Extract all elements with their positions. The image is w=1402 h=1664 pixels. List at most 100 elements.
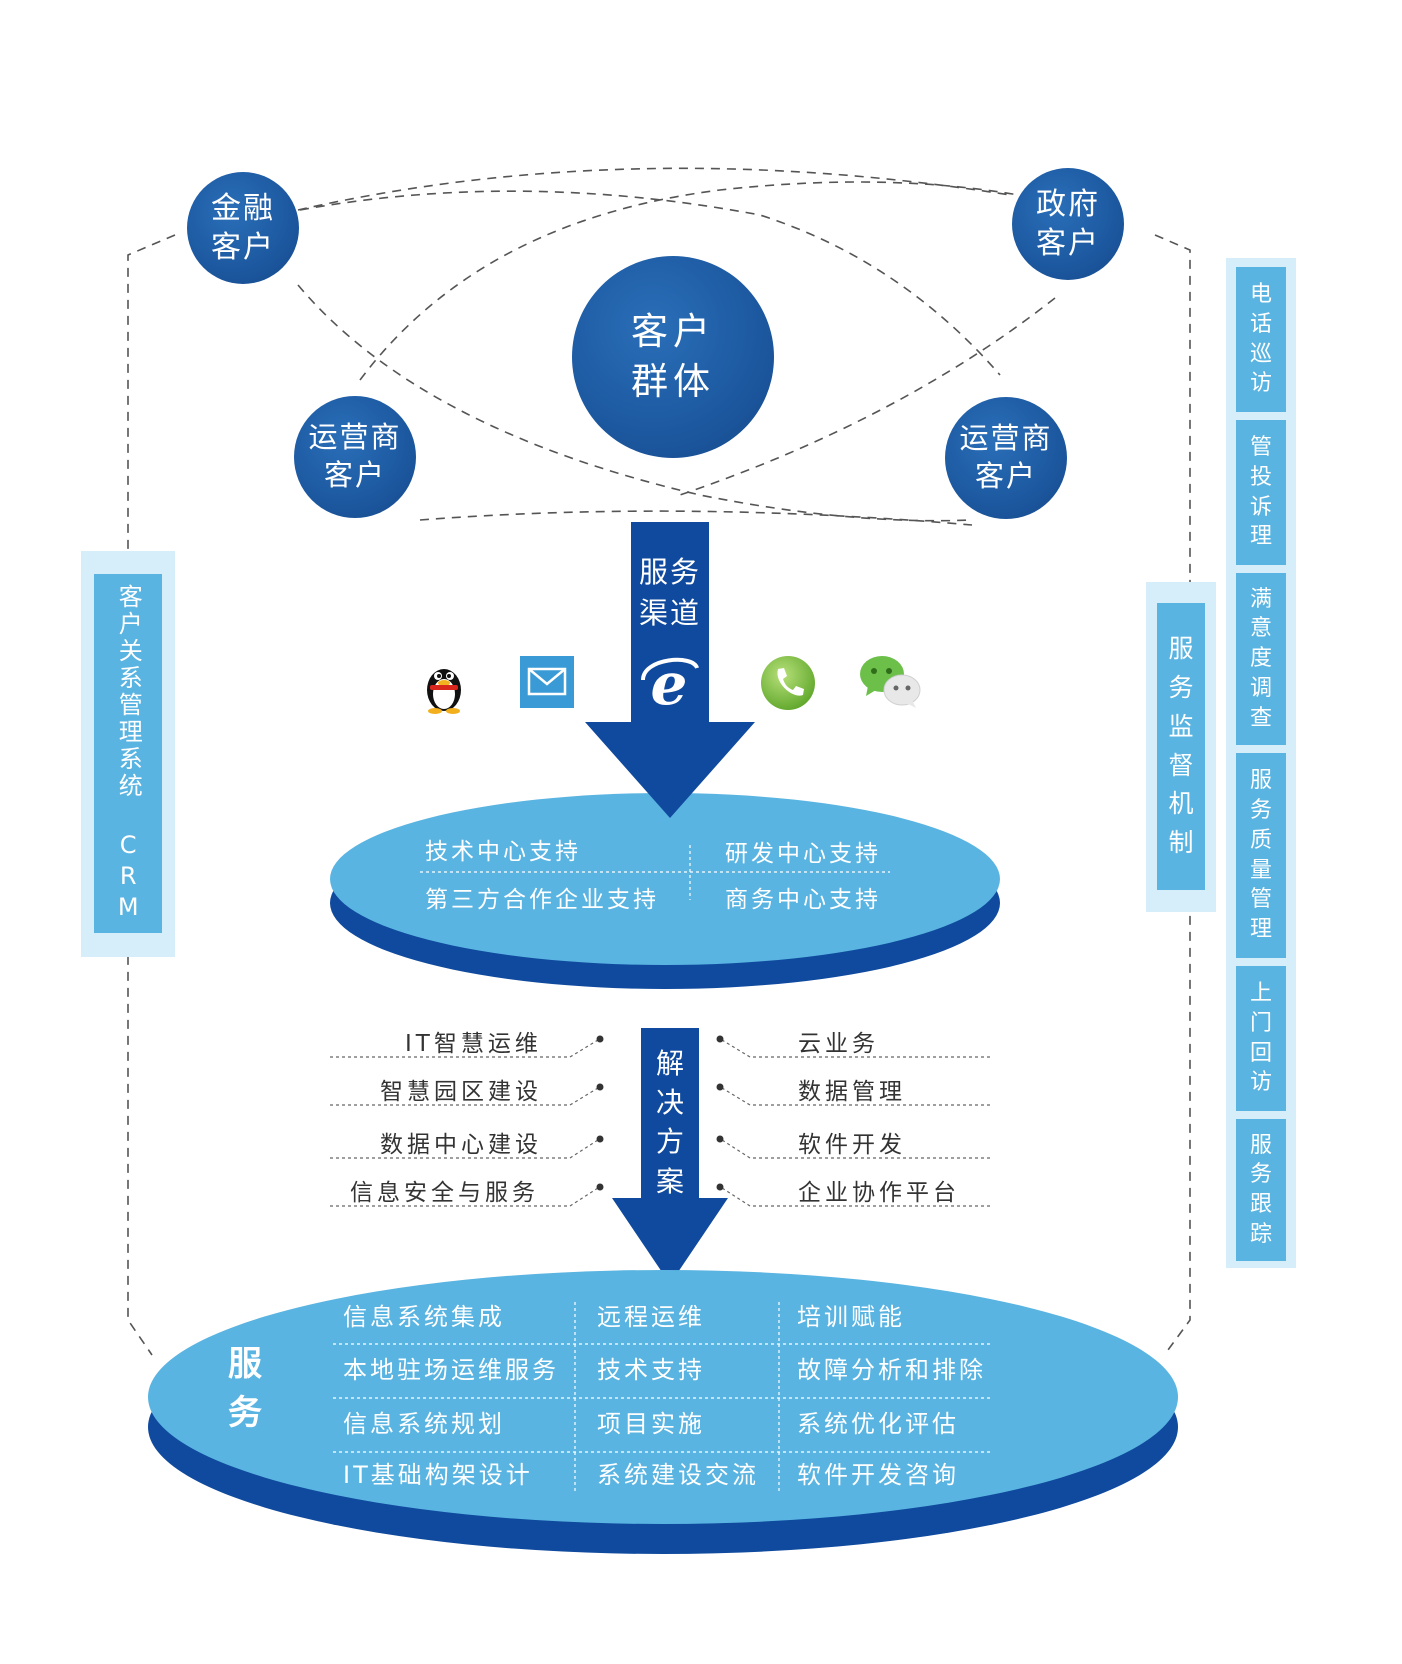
right-item-char: 踪 (1249, 1221, 1272, 1247)
customer-label-line1: 运营商 (308, 420, 402, 455)
right-item-char: 调 (1249, 675, 1272, 701)
right-item-char: 回 (1249, 1040, 1272, 1066)
supervision-char: 督 (1168, 750, 1194, 780)
right-item-char: 质 (1249, 827, 1272, 853)
service-channel-label: 服务 渠道 (631, 552, 709, 633)
solution-right-item: 数据管理 (798, 1079, 906, 1105)
solution-left-item: 信息安全与服务 (350, 1180, 539, 1206)
right-item-char: 管 (1249, 887, 1272, 913)
supervision-char: 监 (1168, 711, 1194, 741)
supervision-char: 服 (1168, 634, 1194, 664)
service-label: 服 务 (228, 1340, 262, 1439)
right-item-char: 话 (1249, 311, 1272, 337)
qq-penguin-icon (427, 669, 461, 714)
customer-label-line1: 政府 (1036, 187, 1100, 222)
right-item-char: 服 (1249, 768, 1272, 794)
customer-label-line2: 客户 (323, 458, 386, 492)
service-char: 服 (228, 1344, 262, 1384)
right-item-char: 理 (1249, 524, 1272, 550)
service-item: 系统建设交流 (597, 1461, 759, 1489)
right-item-char: 巡 (1249, 341, 1272, 367)
crm-panel: 客户关系管理系统 CRM (94, 574, 162, 933)
customer-label-line1: 金融 (211, 191, 275, 226)
right-item-phone-visit: 电 话 巡 访 (1236, 267, 1286, 412)
solution-left-item: 数据中心建设 (380, 1132, 542, 1158)
customer-circle-operator-left: 运营商客户 (294, 396, 416, 518)
right-item-char: 投 (1249, 464, 1272, 490)
customer-label-line2: 客户 (974, 459, 1037, 493)
customer-circle-government: 政府客户 (1012, 168, 1124, 280)
solution-right-item: 软件开发 (798, 1132, 906, 1158)
right-item-satisfaction: 满 意 度 调 查 (1236, 573, 1286, 745)
supervision-char: 制 (1168, 828, 1194, 857)
support-item-business: 商务中心支持 (725, 887, 881, 913)
service-item: 本地驻场运维服务 (343, 1356, 559, 1384)
right-item-char: 务 (1249, 798, 1272, 824)
solution-guide-lines (330, 1035, 990, 1207)
service-item: 信息系统集成 (343, 1303, 505, 1331)
customer-circle-finance: 金融客户 (187, 172, 299, 284)
right-item-char: 理 (1249, 916, 1272, 942)
service-platform (148, 1270, 1178, 1554)
solution-left-item: IT智慧运维 (405, 1031, 542, 1057)
solution-char: 方 (655, 1125, 684, 1159)
right-item-char: 访 (1249, 1070, 1272, 1096)
service-item: IT基础构架设计 (343, 1461, 533, 1489)
right-item-char: 电 (1249, 282, 1272, 308)
service-item: 系统优化评估 (797, 1410, 959, 1438)
channel-line1: 服务 (638, 555, 701, 589)
right-item-char: 意 (1249, 616, 1272, 642)
right-item-onsite-visit: 上 门 回 访 (1236, 966, 1286, 1111)
customer-label-line2: 客户 (211, 230, 275, 265)
solution-arrow (612, 1028, 728, 1284)
supervision-char: 机 (1168, 789, 1194, 819)
service-item: 远程运维 (597, 1303, 705, 1331)
solution-char: 解 (655, 1047, 684, 1080)
right-item-char: 满 (1249, 586, 1272, 612)
right-item-char: 跟 (1249, 1192, 1272, 1217)
center-line1: 客户 (631, 310, 715, 354)
right-item-tracking: 服 务 跟 踪 (1236, 1119, 1286, 1261)
supervision-char: 务 (1168, 673, 1194, 702)
crm-label: 客户关系管理系统 CRM (114, 583, 143, 924)
right-item-quality: 服 务 质 量 管 理 (1236, 753, 1286, 958)
supervision-panel: 服 务 监 督 机 制 (1157, 603, 1205, 890)
channel-line2: 渠道 (638, 595, 701, 630)
support-item-rd: 研发中心支持 (725, 841, 881, 867)
solution-char: 决 (655, 1086, 684, 1120)
right-item-char: 务 (1249, 1162, 1272, 1188)
right-item-char: 度 (1249, 646, 1272, 672)
customer-label-line1: 运营商 (959, 421, 1053, 456)
service-item: 软件开发咨询 (797, 1461, 959, 1489)
solution-label: 解 决 方 案 (641, 1044, 699, 1201)
support-item-tech: 技术中心支持 (425, 839, 581, 865)
wechat-icon (860, 656, 921, 708)
ie-browser-icon: e (641, 650, 699, 714)
support-platform (330, 793, 1000, 989)
center-line2: 群体 (631, 360, 715, 403)
support-item-third-party: 第三方合作企业支持 (425, 887, 659, 913)
right-item-char: 量 (1249, 857, 1272, 883)
customer-group-circle: 客户群体 (572, 256, 774, 458)
service-item: 故障分析和排除 (797, 1356, 986, 1384)
service-item: 培训赋能 (797, 1303, 905, 1331)
right-item-char: 管 (1249, 435, 1272, 461)
right-item-char: 门 (1249, 1010, 1272, 1036)
service-item: 项目实施 (597, 1410, 705, 1438)
customer-label-line2: 客户 (1036, 226, 1100, 261)
service-char: 务 (228, 1393, 262, 1434)
service-item: 信息系统规划 (343, 1410, 505, 1438)
service-channel-arrow (585, 522, 755, 818)
solution-char: 案 (655, 1164, 684, 1198)
right-item-char: 查 (1249, 705, 1272, 731)
service-item: 技术支持 (597, 1356, 705, 1384)
right-item-char: 诉 (1249, 494, 1272, 520)
right-item-char: 访 (1249, 371, 1272, 397)
right-item-char: 服 (1249, 1132, 1272, 1158)
phone-icon (761, 656, 815, 710)
right-item-complaint: 管 投 诉 理 (1236, 420, 1286, 565)
right-item-char: 上 (1249, 981, 1272, 1007)
solution-left-item: 智慧园区建设 (380, 1079, 542, 1105)
customer-circle-operator-right: 运营商客户 (945, 397, 1067, 519)
solution-right-item: 云业务 (798, 1031, 879, 1057)
